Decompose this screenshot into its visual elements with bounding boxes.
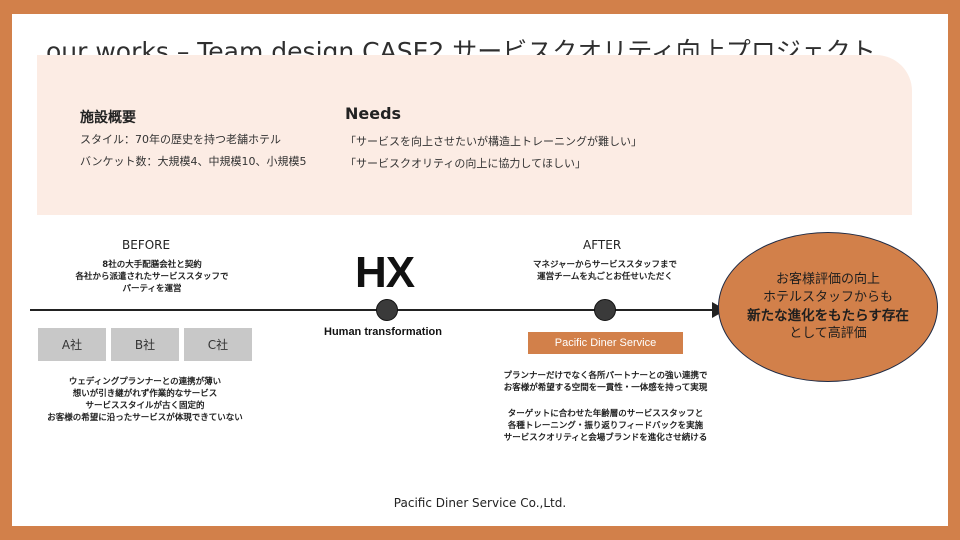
result-strong-line: 新たな進化をもたらす存在 <box>747 308 909 324</box>
before-issue-4: お客様の希望に沿ったサービスが体現できていない <box>47 413 243 423</box>
before-description: 8社の大手配膳会社と契約 各社から派遣されたサービススタッフで パーティを運営 <box>62 259 242 295</box>
company-a-box: A社 <box>38 328 106 361</box>
facility-banquet-line: バンケット数：大規模4、中規模10、小規模5 <box>80 155 307 168</box>
before-issue-2: 想いが引き継がれず作業的なサービス <box>72 389 218 399</box>
timeline-dot-hx <box>376 299 398 321</box>
before-top-line-1: 8社の大手配膳会社と契約 <box>102 260 202 270</box>
footer-company-name: Pacific Diner Service Co.,Ltd. <box>393 496 567 510</box>
before-issues: ウェディングプランナーとの連携が薄い 想いが引き継がれず作業的なサービス サービ… <box>25 376 265 424</box>
before-label: BEFORE <box>122 238 171 252</box>
needs-heading: Needs <box>345 104 402 123</box>
after-top-line-2: 運営チームを丸ごとお任せいただく <box>537 272 673 282</box>
after-benefit-1-line-1: プランナーだけでなく各所パートナーとの強い連携で <box>503 371 708 381</box>
after-benefit-2-line-2: 各種トレーニング・振り返りフィードバックを実施 <box>507 421 704 431</box>
after-benefits-2: ターゲットに合わせた年齢層のサービススタッフと 各種トレーニング・振り返りフィー… <box>478 408 733 444</box>
after-benefit-1-line-2: お客様が希望する空間を一貫性・一体感を持って実現 <box>503 383 708 393</box>
hx-logo: HX <box>355 248 415 297</box>
info-panel-rounded-corner <box>812 55 912 155</box>
needs-line-2: 「サービスクオリティの向上に協力してほしい」 <box>345 157 587 170</box>
before-issue-1: ウェディングプランナーとの連携が薄い <box>68 377 222 387</box>
before-top-line-3: パーティを運営 <box>122 284 182 294</box>
result-line-1: お客様評価の向上 <box>775 272 880 287</box>
before-top-line-2: 各社から派遣されたサービススタッフで <box>75 272 229 282</box>
after-benefit-2-line-3: サービスクオリティと会場ブランドを進化させ続ける <box>503 433 708 443</box>
before-issue-3: サービススタイルが古く固定的 <box>85 401 205 411</box>
after-label: AFTER <box>583 238 622 252</box>
needs-line-1: 「サービスを向上させたいが構造上トレーニングが難しい」 <box>345 135 642 148</box>
after-top-line-1: マネジャーからサービススタッフまで <box>532 260 678 270</box>
info-panel <box>37 55 912 215</box>
facility-style-line: スタイル：70年の歴史を持つ老舗ホテル <box>80 133 281 146</box>
timeline-dot-after <box>594 299 616 321</box>
result-last-line: として高評価 <box>789 326 867 341</box>
after-benefit-2-line-1: ターゲットに合わせた年齢層のサービススタッフと <box>507 409 704 419</box>
result-ellipse: お客様評価の向上 ホテルスタッフからも 新たな進化をもたらす存在 として高評価 <box>718 232 938 382</box>
pacific-diner-service-box: Pacific Diner Service <box>528 332 683 354</box>
after-benefits-1: プランナーだけでなく各所パートナーとの強い連携で お客様が希望する空間を一貫性・… <box>478 370 733 394</box>
result-line-2: ホテルスタッフからも <box>762 290 893 305</box>
facility-heading: 施設概要 <box>80 110 136 126</box>
company-c-box: C社 <box>184 328 252 361</box>
after-description: マネジャーからサービススタッフまで 運営チームを丸ごとお任せいただく <box>500 259 710 283</box>
hx-caption: Human transformation <box>324 326 442 338</box>
company-b-box: B社 <box>111 328 179 361</box>
timeline-line <box>30 309 720 311</box>
